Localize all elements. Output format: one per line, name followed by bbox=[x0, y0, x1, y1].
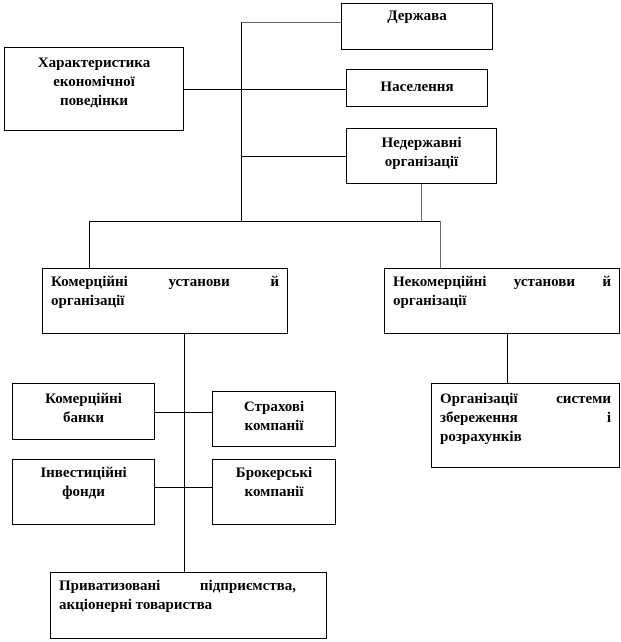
node-privatized: Приватизовані підприємства, акціонерні т… bbox=[50, 572, 327, 639]
node-label: Характеристика економічної поведінки bbox=[37, 55, 151, 109]
connector bbox=[241, 156, 346, 157]
connector bbox=[241, 22, 242, 221]
node-label: Держава bbox=[387, 8, 447, 24]
connector bbox=[155, 487, 212, 488]
node-label: Приватизовані підприємства, акціонерні т… bbox=[59, 578, 296, 613]
node-label: Недержавні організації bbox=[381, 135, 462, 170]
node-non-state-orgs: Недержавні організації bbox=[346, 128, 497, 184]
node-label: Інвестиційні фонди bbox=[40, 465, 127, 500]
connector bbox=[440, 221, 441, 268]
node-brokers: Брокерські компанії bbox=[212, 459, 336, 525]
node-commercial-banks: Комерційні банки bbox=[12, 383, 155, 440]
connector bbox=[507, 334, 508, 383]
node-population: Населення bbox=[346, 69, 488, 107]
node-commercial: Комерційні установи й організації bbox=[42, 268, 288, 334]
node-label: Брокерські компанії bbox=[235, 465, 313, 500]
node-label: Комерційні установи й організації bbox=[51, 274, 279, 309]
node-label: Некомерційні установи й організації bbox=[393, 274, 611, 309]
connector bbox=[184, 334, 185, 572]
node-label: Страхові компанії bbox=[243, 399, 305, 434]
node-insurance: Страхові компанії bbox=[212, 391, 336, 447]
connector bbox=[241, 22, 341, 23]
node-investment-funds: Інвестиційні фонди bbox=[12, 459, 155, 525]
node-label: Організації системи збереження і розраху… bbox=[440, 391, 611, 445]
node-noncommercial: Некомерційні установи й організації bbox=[384, 268, 620, 334]
node-savings-settlement: Організації системи збереження і розраху… bbox=[431, 383, 620, 468]
node-root: Характеристика економічної поведінки bbox=[4, 47, 184, 131]
connector bbox=[421, 184, 422, 221]
node-label: Населення bbox=[380, 79, 454, 95]
connector bbox=[155, 412, 212, 413]
connector bbox=[89, 221, 440, 222]
connector bbox=[184, 89, 346, 90]
node-state: Держава bbox=[341, 3, 493, 50]
connector bbox=[89, 221, 90, 268]
node-label: Комерційні банки bbox=[45, 391, 122, 426]
